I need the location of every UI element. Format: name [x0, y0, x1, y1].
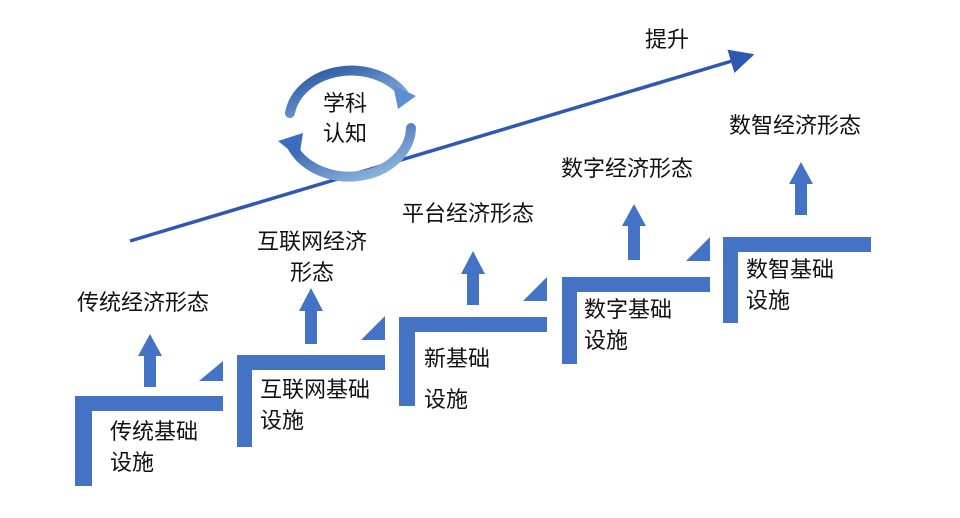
- step-5-riser: [723, 237, 738, 323]
- cycle-arrowhead-bottom: [278, 133, 303, 158]
- step-2: [237, 288, 385, 447]
- step-2-corner: [361, 316, 385, 340]
- step-4-economy-label: 数字经济形态: [561, 157, 694, 182]
- step-4-arrow-shaft: [628, 225, 640, 260]
- step-4: [562, 204, 710, 364]
- step-2-arrow-shaft: [305, 310, 317, 344]
- step-5-infrastructure-label: 数智基础设施: [746, 258, 835, 314]
- step-3-corner: [523, 277, 547, 301]
- step-2-infrastructure-label: 互联网基础设施: [260, 378, 371, 434]
- step-3-arrow-shaft: [467, 273, 479, 305]
- step-3-arrow-head: [461, 251, 485, 274]
- step-1-economy-label: 传统经济形态: [77, 291, 210, 316]
- step-2-arrow-head: [299, 288, 323, 311]
- step-3-infrastructure-label: 新基础设施: [424, 347, 491, 413]
- step-2-riser: [237, 355, 252, 447]
- step-1-arrow-head: [138, 334, 162, 356]
- step-1-riser: [75, 396, 92, 486]
- step-4-arrow-head: [622, 204, 646, 226]
- step-4-corner: [686, 237, 710, 261]
- step-1: [75, 334, 223, 486]
- step-2-tread: [237, 355, 385, 370]
- step-1-infrastructure-label: 传统基础设施: [110, 420, 199, 476]
- trend-label: 提升: [645, 28, 690, 53]
- step-4-tread: [562, 277, 710, 292]
- step-5-tread: [723, 237, 871, 252]
- step-1-arrow-shaft: [144, 355, 156, 387]
- cycle-arrow-top: [285, 65, 408, 118]
- step-3-riser: [399, 317, 415, 406]
- cycle-label-line1: 学科: [322, 92, 367, 117]
- step-5-arrow-shaft: [795, 183, 807, 215]
- step-4-infrastructure-label: 数字基础设施: [584, 298, 673, 354]
- cycle-label-line2: 认知: [322, 121, 367, 147]
- step-4-riser: [562, 277, 577, 364]
- step-5: [723, 162, 871, 323]
- cycle-arrow-bottom: [288, 123, 416, 182]
- step-5-economy-label: 数智经济形态: [729, 114, 862, 139]
- step-5-arrow-head: [789, 162, 813, 184]
- step-3-tread: [399, 317, 547, 332]
- step-3-economy-label: 平台经济形态: [402, 202, 535, 227]
- step-1-corner: [199, 361, 223, 381]
- cycle-arrows: [278, 65, 416, 182]
- upgrade-trend-arrow: [129, 49, 755, 243]
- cycle-arrowhead-top: [393, 85, 416, 109]
- step-2-economy-label: 互联网经济形态: [256, 230, 367, 286]
- step-1-tread: [75, 396, 223, 411]
- cycle-label: 学科 认知: [316, 90, 374, 149]
- step-3: [399, 251, 547, 406]
